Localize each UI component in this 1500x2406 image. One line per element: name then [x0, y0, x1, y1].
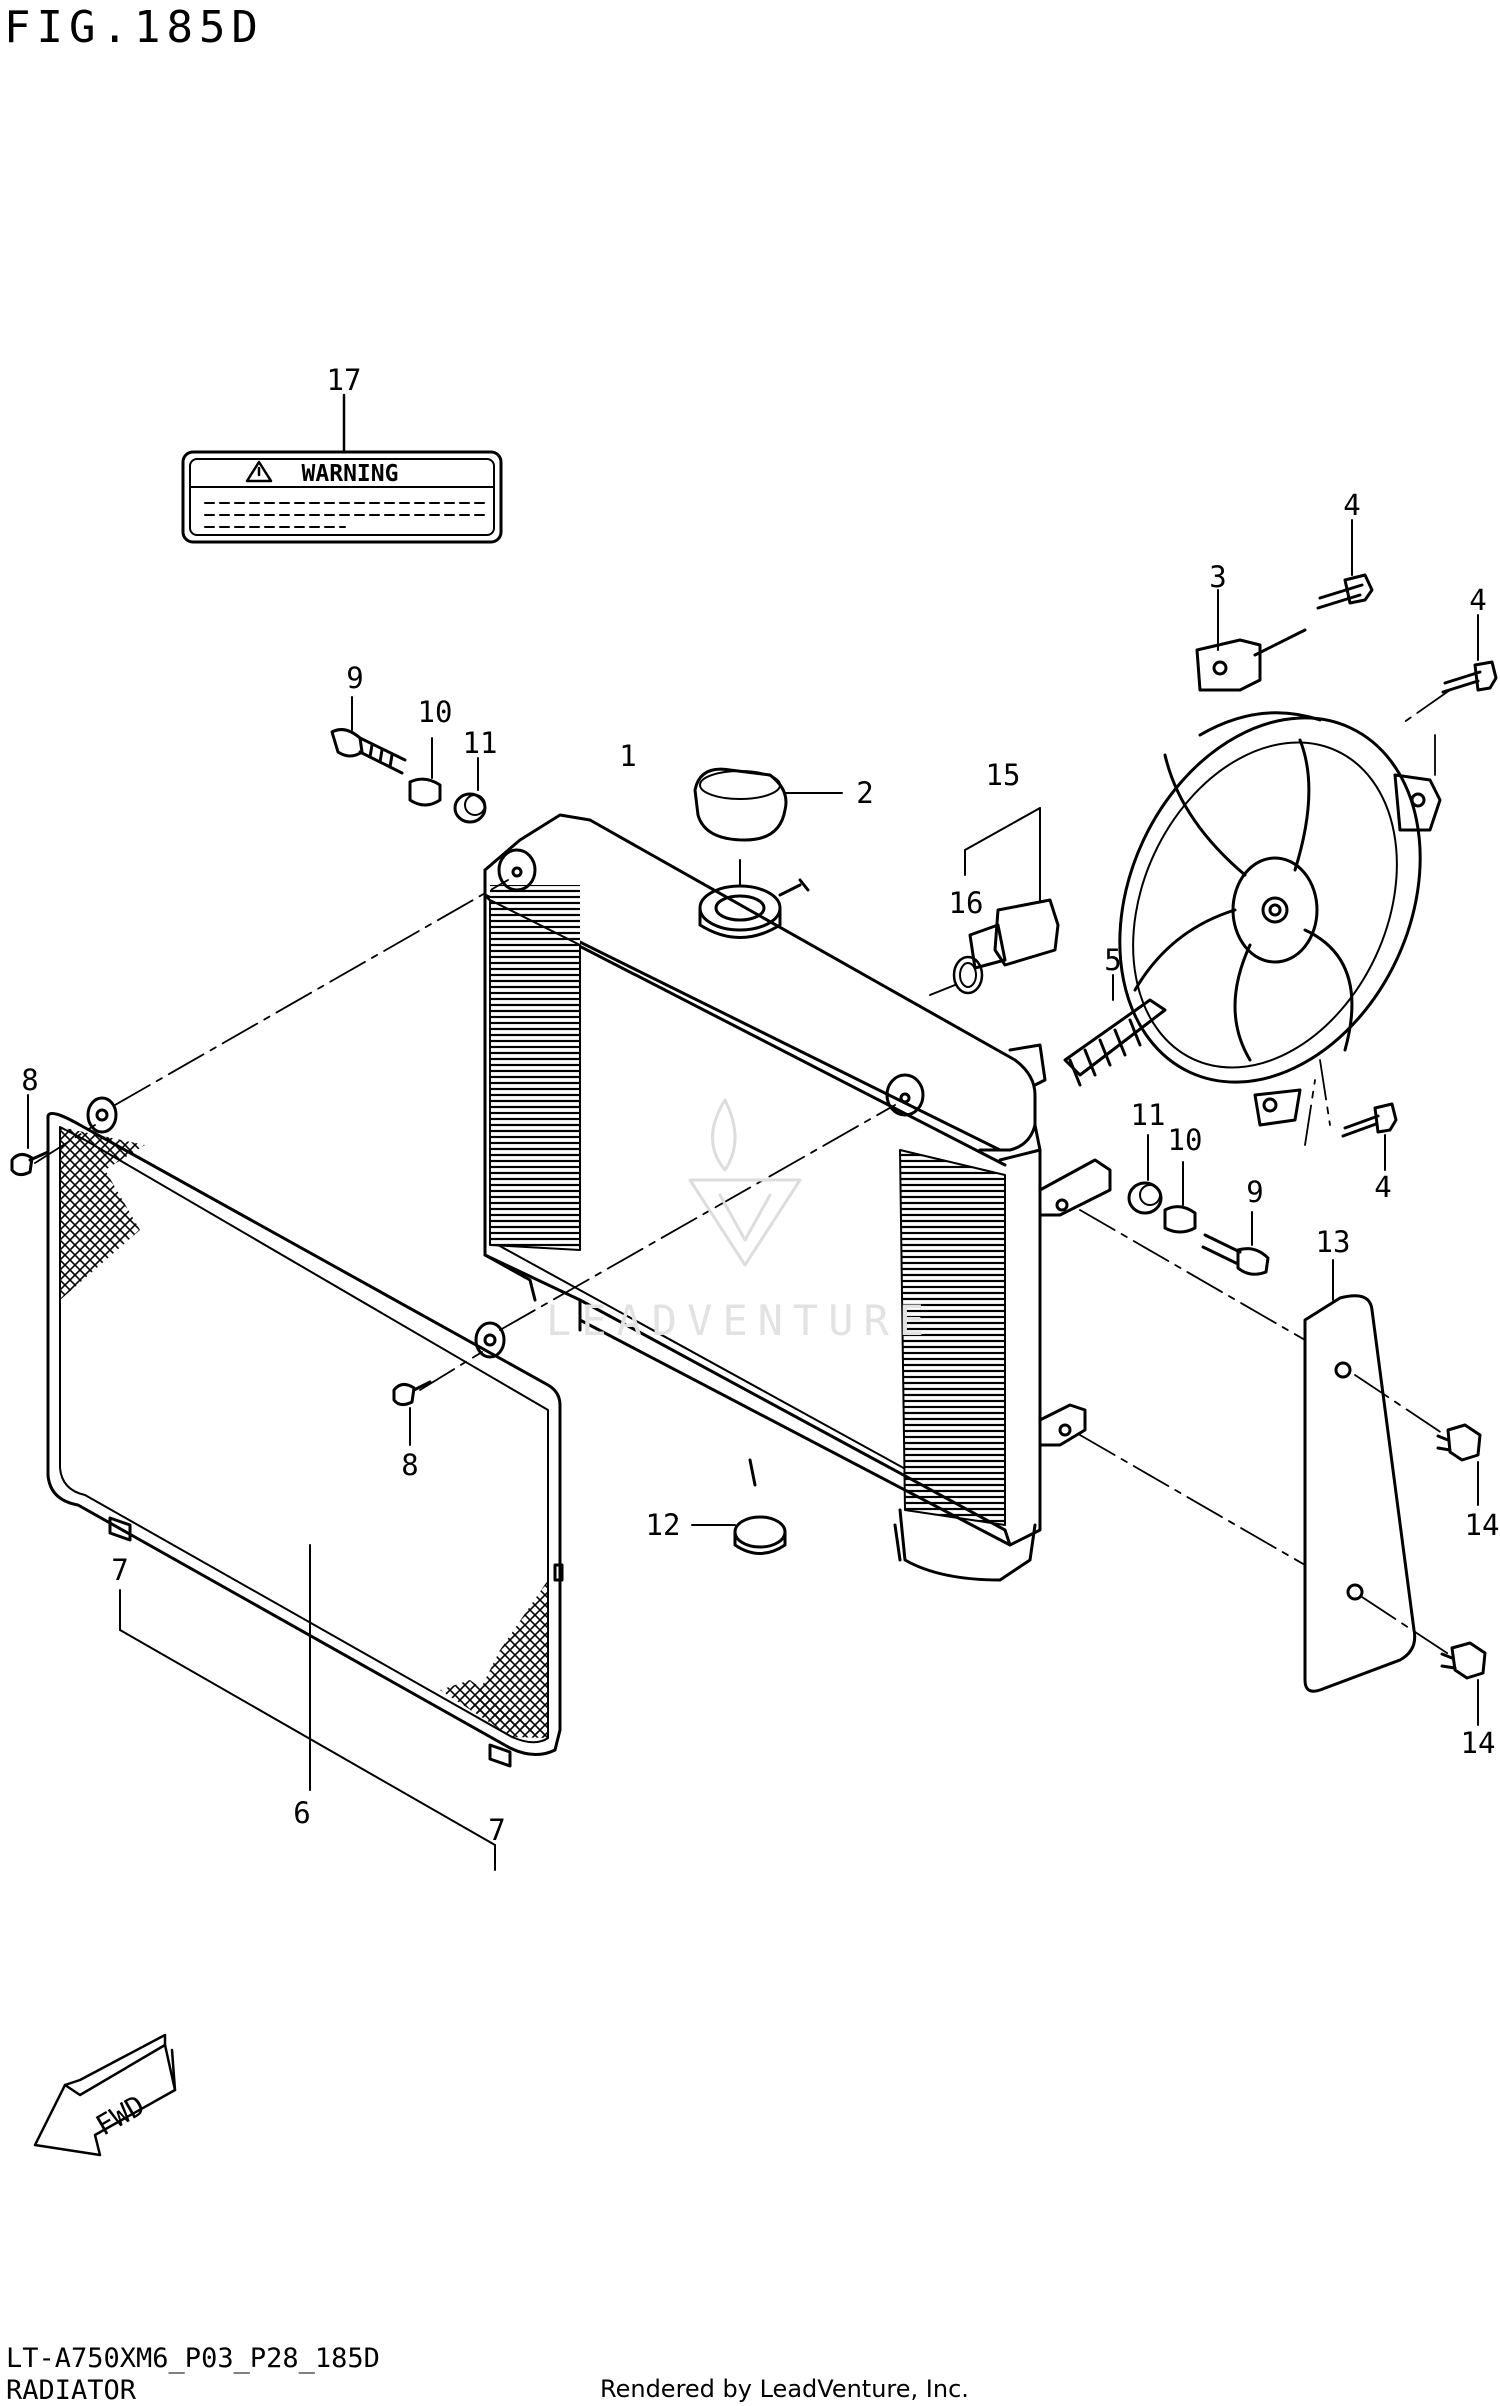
- callout-7: 7: [488, 1813, 505, 1847]
- callout-7: 7: [111, 1553, 128, 1587]
- grommet-12: [691, 1515, 787, 1555]
- callout-14: 14: [1465, 1508, 1500, 1542]
- assembly-leader-lines: [34, 689, 1451, 1656]
- warning-triangle-icon: [245, 460, 273, 483]
- callout-17: 17: [327, 363, 362, 397]
- callout-8: 8: [21, 1063, 38, 1097]
- grommet-11-lower: [1127, 1134, 1163, 1215]
- figure-code: LT-A750XM6_P03_P28_185D: [6, 2343, 380, 2374]
- callout-6: 6: [293, 1796, 310, 1830]
- clip-8-center: [392, 1380, 432, 1446]
- fwd-arrow: [33, 2033, 177, 2157]
- callout-11: 11: [1131, 1098, 1166, 1132]
- callout-2: 2: [856, 776, 873, 810]
- render-credit: Rendered by LeadVenture, Inc.: [600, 2375, 969, 2403]
- callout-13: 13: [1316, 1225, 1351, 1259]
- bolt-9-upper: [330, 696, 407, 775]
- callout-15: 15: [986, 758, 1021, 792]
- figure-title: FIG.185D: [4, 2, 264, 53]
- callout-5: 5: [1104, 943, 1121, 977]
- radiator-cap: [693, 767, 843, 886]
- radiator-core: [483, 813, 1112, 1582]
- callout-14: 14: [1461, 1726, 1496, 1760]
- o-ring: [929, 955, 984, 996]
- warning-label-plate: [181, 393, 503, 544]
- callout-4: 4: [1374, 1170, 1391, 1204]
- side-plate-13: [1303, 1259, 1417, 1693]
- callout-12: 12: [646, 1508, 681, 1542]
- group-bracket-6-7: [119, 1544, 496, 1871]
- callout-9: 9: [1246, 1175, 1263, 1209]
- callout-9: 9: [346, 661, 363, 695]
- callout-10: 10: [418, 695, 453, 729]
- hose-plug: [1063, 974, 1167, 1087]
- cooling-fan: [1118, 589, 1442, 1127]
- bolt-4-bottom: [1341, 1102, 1398, 1171]
- warning-label-text: WARNING: [302, 461, 399, 487]
- collar-10-lower: [1163, 1161, 1197, 1234]
- callout-16: 16: [949, 886, 984, 920]
- callout-3: 3: [1209, 560, 1226, 594]
- push-rivet-14-upper: [1436, 1423, 1482, 1506]
- grommet-11-upper: [453, 757, 487, 824]
- push-rivet-14-lower: [1440, 1641, 1487, 1726]
- collar-10-upper: [408, 737, 442, 807]
- bolt-4-top: [1316, 519, 1374, 610]
- callout-11: 11: [463, 726, 498, 760]
- watermark-text: LEADVENTURE: [546, 1296, 934, 1345]
- callout-8: 8: [401, 1448, 418, 1482]
- watermark-logo: [688, 1098, 802, 1267]
- callout-4: 4: [1469, 583, 1486, 617]
- callout-10: 10: [1168, 1123, 1203, 1157]
- callout-1: 1: [619, 739, 636, 773]
- radiator-shroud-net: [46, 1096, 564, 1768]
- figure-name: RADIATOR: [6, 2375, 137, 2406]
- clip-8-left: [10, 1094, 50, 1177]
- bolt-9-lower: [1201, 1211, 1270, 1276]
- callout-4: 4: [1343, 488, 1360, 522]
- fwd-label: FWD: [90, 2088, 150, 2142]
- bolt-4-right: [1441, 614, 1498, 694]
